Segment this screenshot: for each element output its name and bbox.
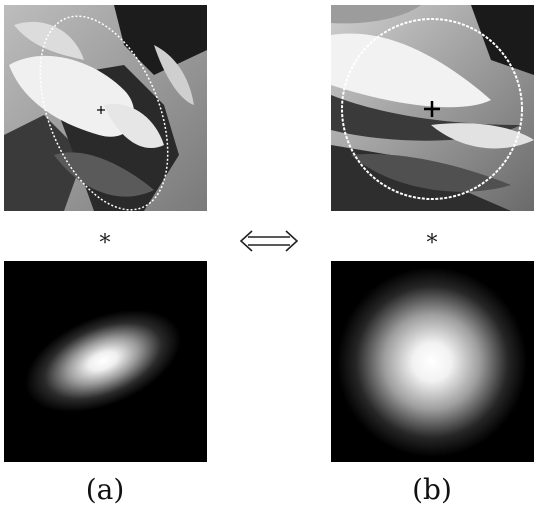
patch-b-image bbox=[331, 5, 534, 211]
convolution-symbol-left: * bbox=[99, 231, 111, 256]
caption-a: (a) bbox=[85, 473, 125, 506]
patch-a-svg bbox=[4, 5, 207, 211]
double-arrow-icon bbox=[239, 230, 299, 252]
equivalence-arrow: ⟺ bbox=[234, 226, 304, 260]
anisotropic-gaussian-svg bbox=[4, 261, 207, 462]
kernel-b-image bbox=[331, 261, 534, 462]
kernel-a-image bbox=[4, 261, 207, 462]
isotropic-gaussian-svg bbox=[331, 261, 534, 462]
patch-b-svg bbox=[331, 5, 534, 211]
caption-b: (b) bbox=[412, 473, 452, 506]
convolution-symbol-right: * bbox=[426, 231, 438, 256]
patch-a-image bbox=[4, 5, 207, 211]
